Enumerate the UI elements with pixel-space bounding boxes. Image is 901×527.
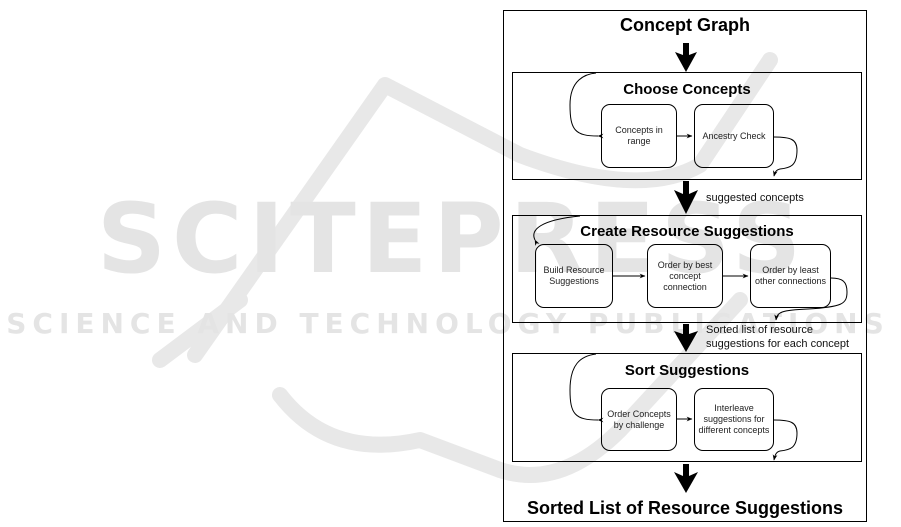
node-concepts-in-range: Concepts in range	[601, 104, 677, 168]
input-title: Concept Graph	[619, 15, 750, 35]
node-order-by-least-connections: Order by least other connections	[750, 244, 831, 308]
section-title: Choose Concepts	[623, 81, 751, 98]
flow-label-sorted-list-line1: Sorted list of resource	[706, 324, 813, 336]
section-title: Create Resource Suggestions	[580, 223, 794, 240]
flow-label-sorted-list-line2: suggestions for each concept	[706, 338, 850, 350]
section-create-resource-suggestions: Create Resource Suggestions	[512, 215, 862, 323]
watermark-line2: SCIENCE AND TECHNOLOGY PUBLICATIONS	[6, 307, 890, 340]
node-order-by-best-connection: Order by best concept connection	[647, 244, 723, 308]
section-sort-suggestions: Sort Suggestions	[512, 353, 862, 462]
section-title: Sort Suggestions	[624, 362, 750, 379]
output-title: Sorted List of Resource Suggestions	[526, 498, 844, 518]
node-build-resource-suggestions: Build Resource Suggestions	[535, 244, 613, 308]
node-interleave-suggestions: Interleave suggestions for different con…	[694, 388, 774, 451]
diagram-frame	[503, 10, 867, 522]
node-order-concepts-by-challenge: Order Concepts by challenge	[601, 388, 677, 451]
section-choose-concepts: Choose Concepts	[512, 72, 862, 180]
node-ancestry-check: Ancestry Check	[694, 104, 774, 168]
flow-label-suggested-concepts: suggested concepts	[706, 192, 804, 204]
